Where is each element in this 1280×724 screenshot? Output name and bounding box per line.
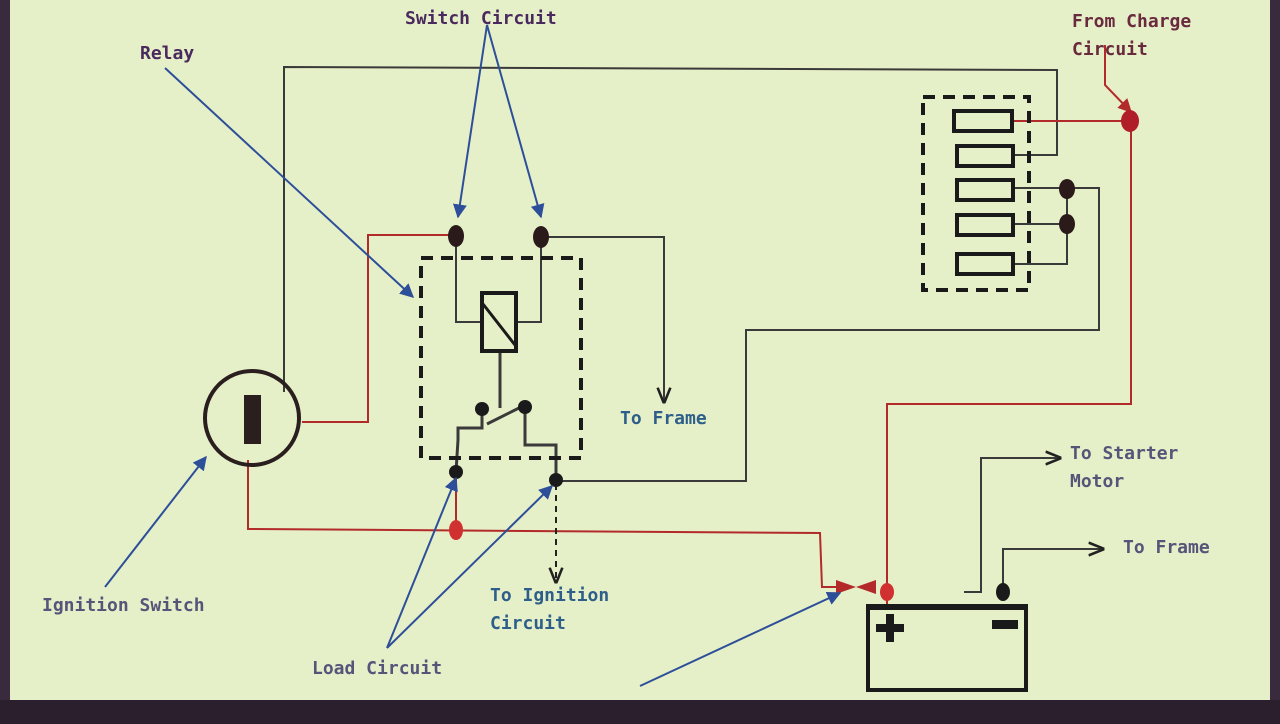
ignition-switch-icon	[203, 369, 301, 467]
terminal-dot	[880, 583, 894, 601]
fuse-icons	[952, 109, 1015, 276]
wire-to-frame-battery	[1002, 549, 1103, 592]
wire-coil-left	[455, 237, 482, 323]
arrow-relay	[164, 67, 415, 298]
terminal-dot	[448, 225, 464, 247]
wire-contact-blade	[486, 405, 522, 426]
terminal-dot	[549, 473, 563, 487]
diagram-background	[10, 0, 1270, 700]
battery-positive-icon	[876, 614, 904, 642]
label-to-ignition-1: To Ignition	[490, 585, 609, 606]
label-to-starter-1: To Starter	[1070, 443, 1179, 464]
battery-negative-icon	[992, 620, 1018, 629]
wire-ignition-bottom	[247, 460, 850, 588]
wire-switch-to-relay	[302, 234, 456, 423]
fuse-icon	[955, 213, 1015, 237]
terminal-dot	[1059, 214, 1075, 234]
terminal-dot	[449, 520, 463, 540]
terminal-dot	[518, 400, 532, 414]
label-from-charge-2: Circuit	[1072, 39, 1148, 60]
wire-to-starter	[964, 458, 1060, 593]
label-to-starter-2: Motor	[1070, 471, 1124, 492]
label-load-circuit: Load Circuit	[312, 658, 442, 679]
wire-coil-right	[517, 237, 542, 323]
fuse-box	[921, 95, 1031, 292]
bottom-bezel	[0, 700, 1280, 724]
fuse-icon	[955, 252, 1015, 276]
fuse-icon	[955, 178, 1015, 202]
label-to-frame-relay: To Frame	[620, 408, 707, 429]
arrow-fusible-link	[639, 591, 842, 687]
wire-relay-to-fuse	[556, 187, 1100, 482]
terminal-dot	[996, 583, 1010, 601]
wire-from-charge	[1104, 45, 1132, 114]
label-ignition-switch: Ignition Switch	[42, 595, 205, 616]
fusible-link-icon	[836, 580, 876, 594]
wire-ignition-top-loop	[283, 65, 1058, 392]
wire-fuse-bridge	[1012, 187, 1068, 225]
terminal-dot	[449, 465, 463, 479]
dark-wires	[283, 65, 1103, 593]
terminals	[448, 110, 1139, 601]
wire-to-frame-relay	[541, 236, 664, 402]
pointer-arrows	[104, 24, 842, 687]
arrow-load-right	[386, 485, 553, 649]
wire-contact-arm-right	[523, 408, 558, 480]
arrow-switch-right	[486, 24, 545, 219]
wire-contact-arm	[454, 410, 484, 473]
red-wires	[247, 45, 1132, 606]
terminal-dot	[533, 226, 549, 248]
label-to-frame-battery: To Frame	[1123, 537, 1210, 558]
fuse-icon	[952, 109, 1014, 133]
label-switch-circuit: Switch Circuit	[405, 8, 557, 29]
label-from-charge-1: From Charge	[1072, 11, 1191, 32]
terminal-dot	[1121, 110, 1139, 132]
label-relay: Relay	[140, 43, 194, 64]
wire-battery-positive	[886, 120, 1132, 606]
relay-coil-icon	[480, 291, 518, 353]
terminal-dot	[475, 402, 489, 416]
arrow-ignition-switch	[104, 455, 207, 588]
battery-icon	[866, 604, 1028, 692]
arrow-switch-left	[452, 24, 488, 219]
terminal-dot	[1059, 179, 1075, 199]
relay-box	[419, 256, 583, 460]
arrow-load-left	[386, 476, 458, 649]
label-to-ignition-2: Circuit	[490, 613, 566, 634]
fuse-icon	[955, 144, 1015, 168]
wire-fuse-bridge-2	[1012, 224, 1068, 265]
